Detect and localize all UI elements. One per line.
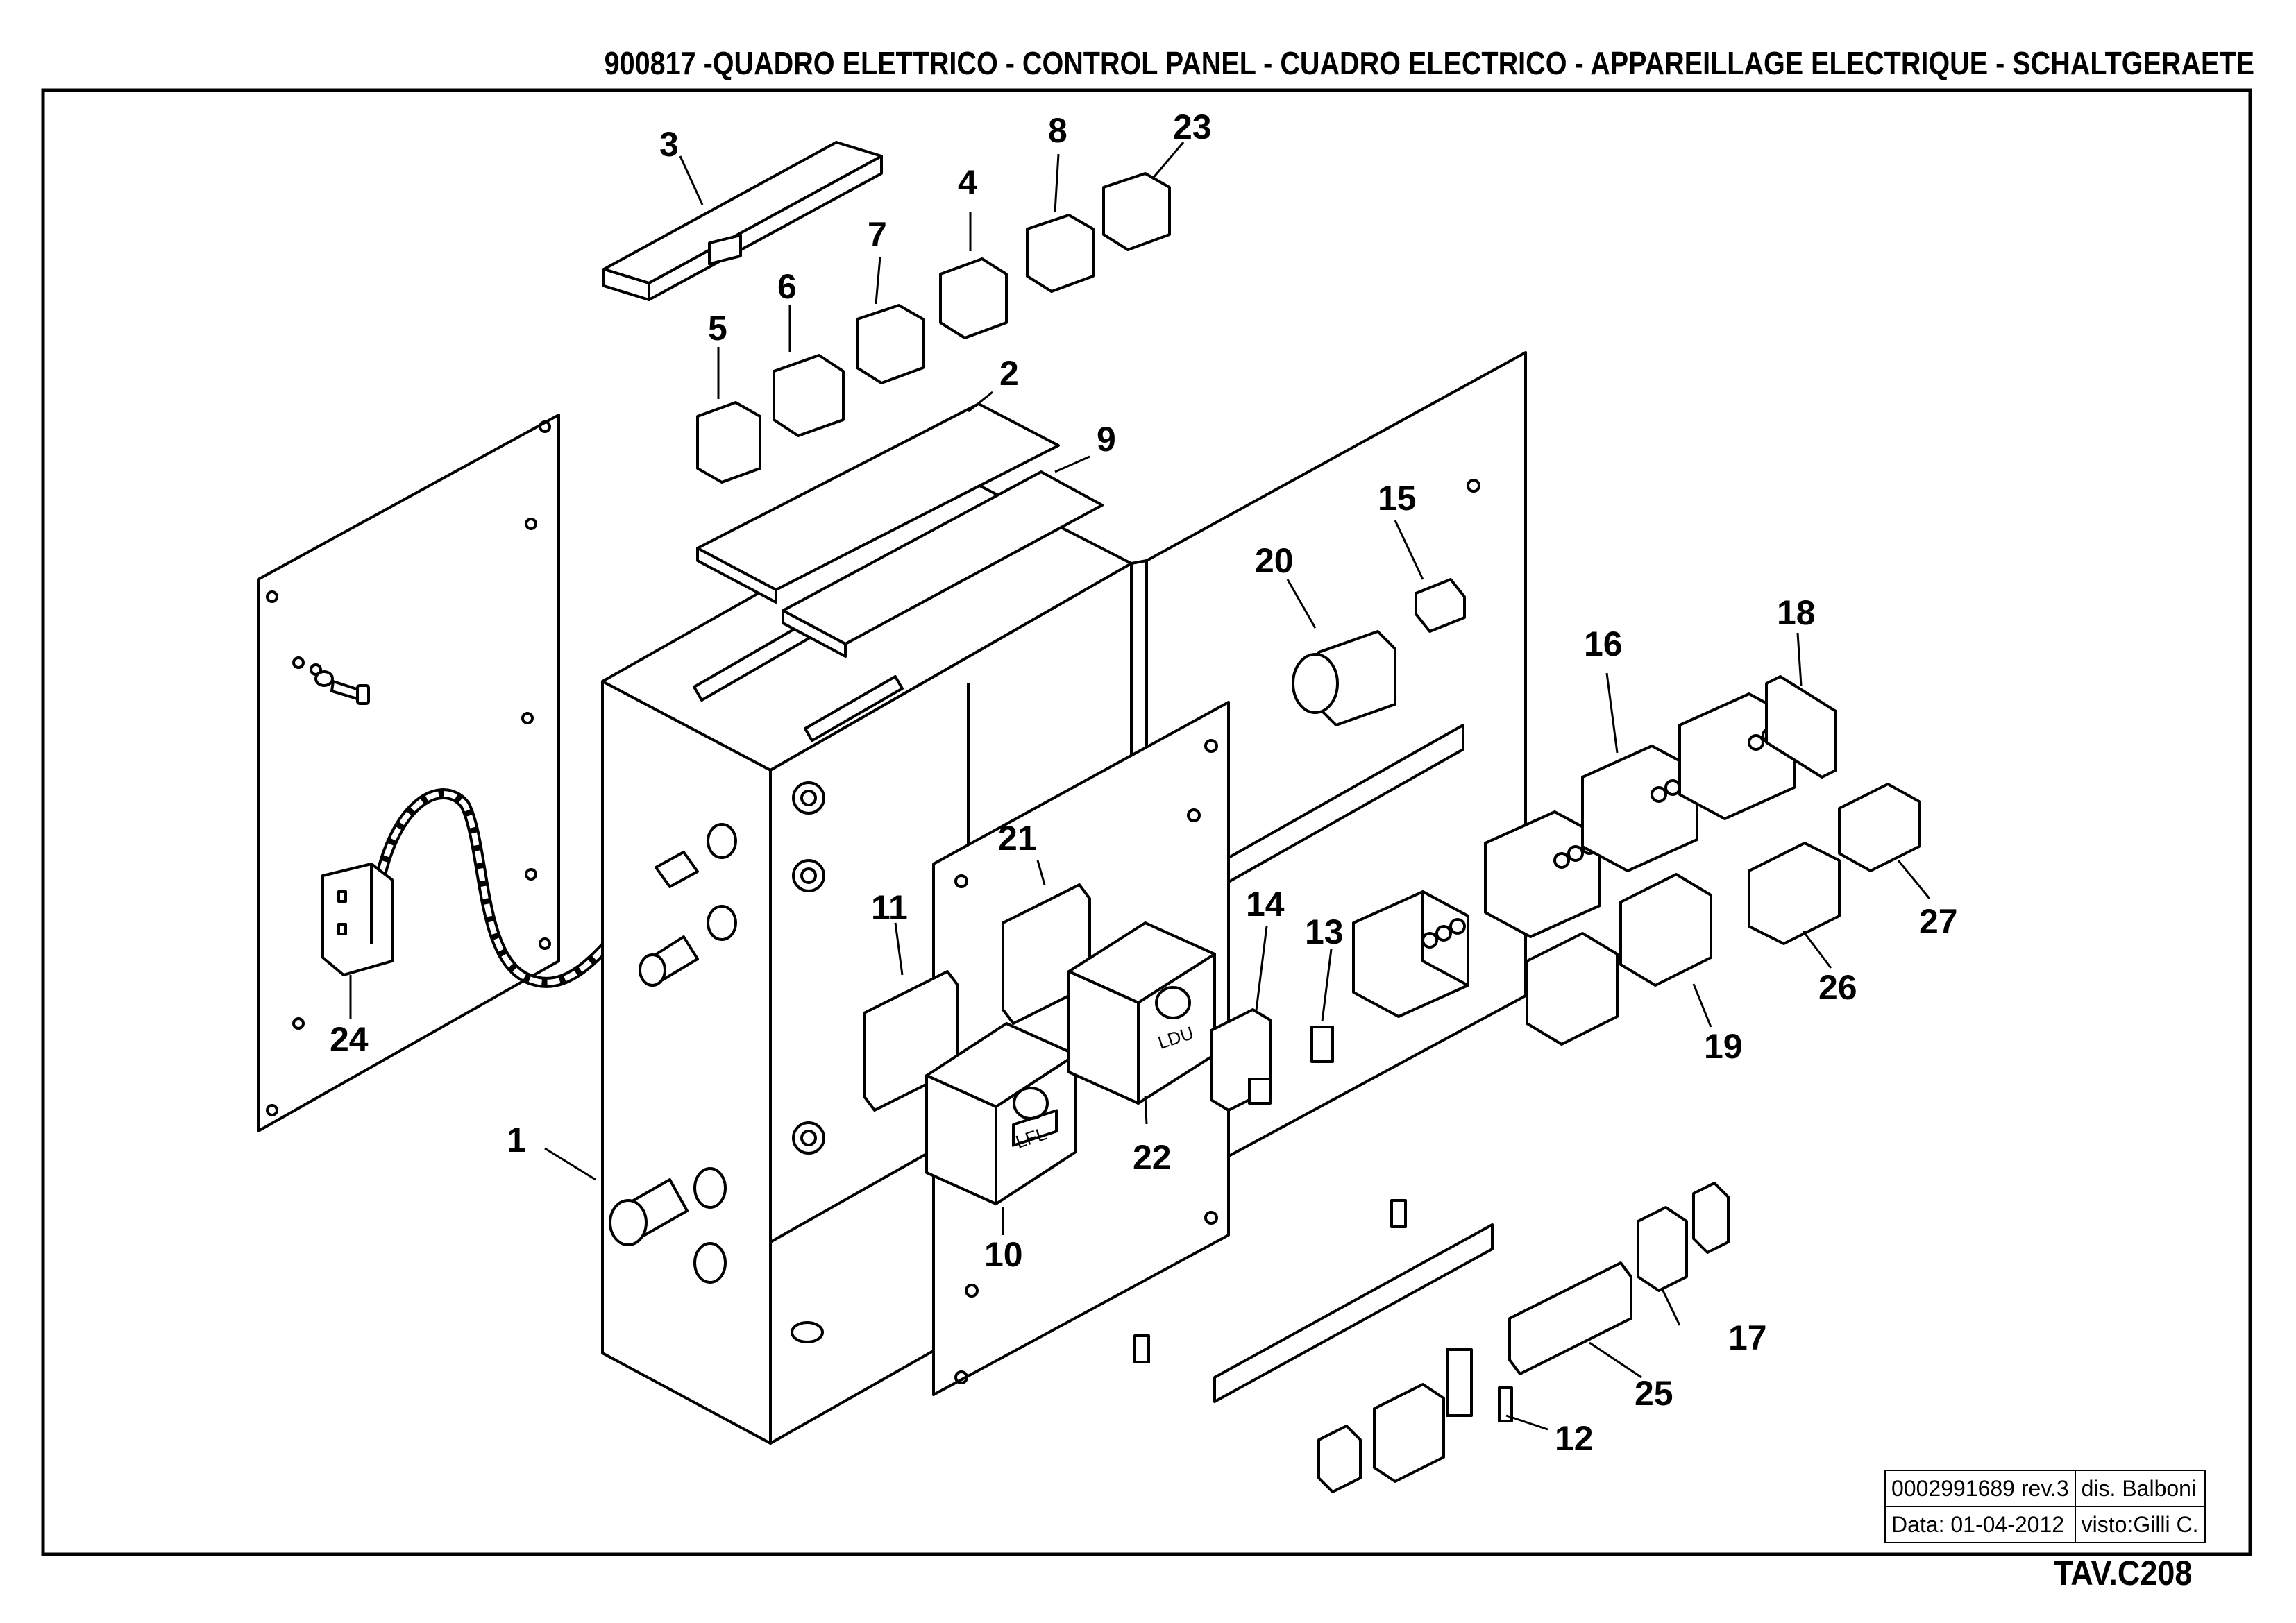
terminal-strip-25 — [1508, 1261, 1632, 1375]
switch-4 — [939, 257, 1008, 339]
switch-5 — [696, 233, 761, 484]
callout-5: 5 — [708, 309, 727, 348]
end-plate-18 — [1765, 675, 1837, 779]
thermal-relay-19a — [1526, 932, 1619, 1046]
callout-14: 14 — [1246, 885, 1285, 924]
switch-7 — [856, 304, 925, 384]
callout-8: 8 — [1048, 111, 1067, 150]
callout-13: 13 — [1305, 912, 1344, 951]
door-microswitch-24 — [321, 788, 667, 988]
selector-switch-20 — [1292, 630, 1396, 726]
switch-6 — [773, 354, 845, 437]
callout-18: 18 — [1777, 593, 1816, 632]
callout-11: 11 — [871, 888, 908, 927]
callout-6: 6 — [777, 267, 797, 306]
switch-frame-9 — [782, 470, 1104, 658]
leader-lines — [349, 142, 1931, 1431]
callout-4: 4 — [958, 163, 977, 202]
callout-7: 7 — [868, 215, 887, 254]
callout-17: 17 — [1728, 1318, 1767, 1357]
switch-frame-2 — [696, 402, 1060, 604]
callout-19: 19 — [1704, 1027, 1743, 1066]
callout-3: 3 — [659, 125, 679, 164]
callout-9: 9 — [1097, 420, 1116, 459]
drawing-title: 900817 -QUADRO ELETTRICO - CONTROL PANEL… — [604, 45, 2254, 81]
sheet-code: TAV.C208 — [2053, 1554, 2192, 1592]
end-stop-17 — [1637, 1182, 1730, 1292]
aux-contact-26 — [1748, 842, 1841, 945]
callout-1: 1 — [507, 1121, 526, 1159]
callout-24: 24 — [330, 1020, 369, 1059]
callout-16: 16 — [1584, 624, 1623, 663]
drawing-frame — [41, 88, 2252, 1556]
callout-27: 27 — [1919, 902, 1958, 941]
callout-21: 21 — [998, 819, 1037, 858]
relay-13 — [1310, 1026, 1334, 1063]
checked-by: visto:Gilli C. — [2074, 1506, 2206, 1543]
callout-22: 22 — [1133, 1138, 1172, 1177]
switch-23 — [1102, 172, 1171, 251]
terminal-15 — [1415, 578, 1466, 633]
callout-25: 25 — [1635, 1374, 1673, 1413]
thermal-relay-19b — [1619, 873, 1712, 987]
drawn-by: dis. Balboni — [2074, 1470, 2206, 1507]
callout-10: 10 — [984, 1235, 1023, 1274]
back-cover-plate — [257, 414, 560, 1132]
callout-20: 20 — [1255, 541, 1294, 580]
drawing-date: Data: 01-04-2012 — [1884, 1506, 2076, 1543]
control-unit-22-ldu — [1067, 921, 1216, 1105]
callout-15: 15 — [1378, 479, 1417, 518]
front-window-3 — [602, 141, 883, 301]
control-unit-10-lfl — [925, 1022, 1077, 1205]
doc-number: 0002991689 rev.3 — [1884, 1470, 2076, 1507]
callout-12: 12 — [1555, 1419, 1594, 1458]
callout-26: 26 — [1818, 968, 1857, 1007]
callout-23: 23 — [1173, 108, 1212, 146]
contactor-13-group — [1352, 890, 1469, 1018]
din-rail-lower — [1133, 1199, 1494, 1403]
contactor-16-lower — [1484, 810, 1601, 938]
aux-contact-27 — [1838, 783, 1921, 872]
callout-2: 2 — [999, 354, 1019, 393]
switch-8 — [1026, 214, 1095, 293]
title-block: 0002991689 rev.3 dis. Balboni Data: 01-0… — [1884, 1470, 2206, 1543]
relay-socket-14 — [1210, 1008, 1272, 1112]
terminal-block-group — [1317, 1348, 1513, 1493]
